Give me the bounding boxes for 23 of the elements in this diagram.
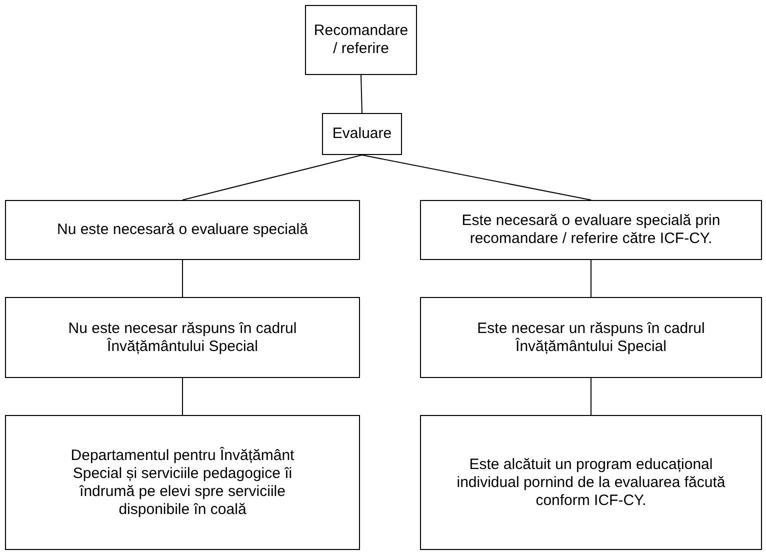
process-box xyxy=(5,200,360,260)
connector-line xyxy=(360,74,362,114)
connector-line xyxy=(590,378,592,416)
box-text: Departamentul pentru Învățământ Special și serviciile pedagogice îi îndrumă pe elevi spre serviciile disponibile în coală xyxy=(70,446,296,518)
connector-line xyxy=(362,154,592,200)
process-box xyxy=(5,297,360,378)
process-box xyxy=(420,200,762,260)
process-box xyxy=(420,415,762,550)
connector-line xyxy=(590,260,592,298)
connector-line xyxy=(182,378,183,416)
box-text: Evaluare xyxy=(332,125,392,143)
box-text: Este necesar un răspuns în cadrul Învățământului Special xyxy=(476,320,706,356)
process-box xyxy=(305,5,417,75)
process-box xyxy=(322,113,402,155)
box-text: Recomandare / referire xyxy=(314,22,408,58)
process-box xyxy=(5,415,360,550)
box-text: Nu este necesar răspuns în cadrul Învățământului Special xyxy=(67,320,298,356)
connector-line xyxy=(182,154,362,200)
connector-line xyxy=(182,260,183,298)
box-text: Este necesară o evaluare specială prin recomandare / referire către ICF-CY. xyxy=(460,212,722,248)
process-box xyxy=(420,297,762,378)
box-text: Este alcătuit un program educațional individual pornind de la evaluarea făcută conform ICF-CY. xyxy=(456,456,726,510)
box-text: Nu este necesară o evaluare specială xyxy=(57,221,308,239)
